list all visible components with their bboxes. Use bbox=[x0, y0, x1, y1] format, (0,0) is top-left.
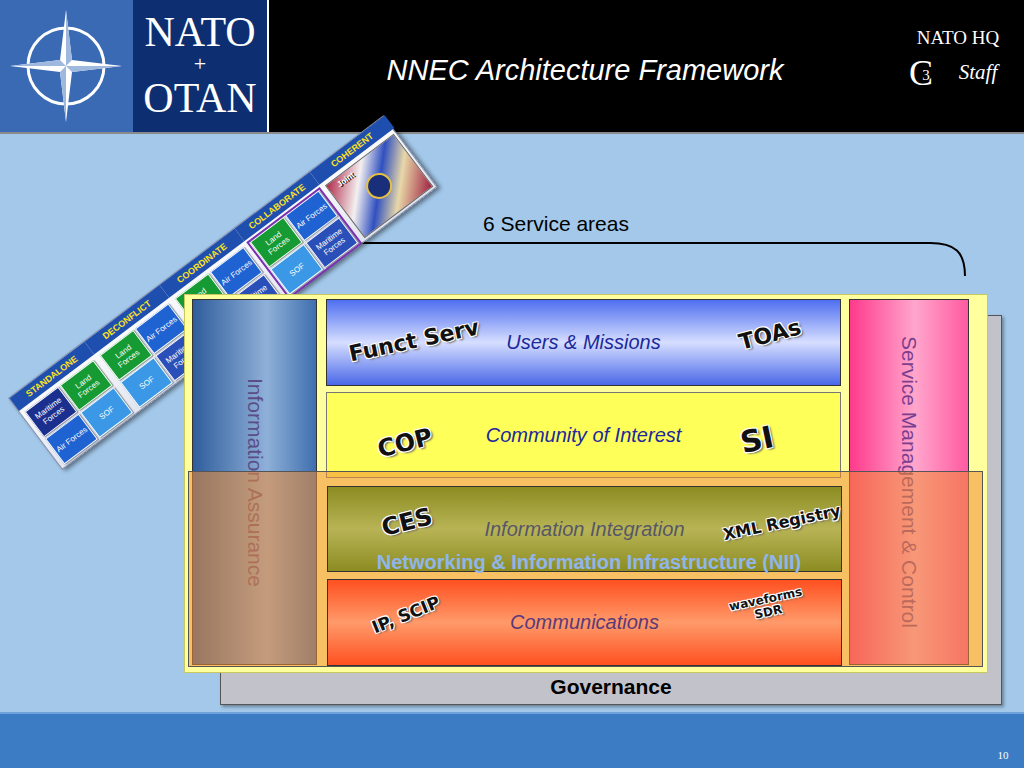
logo-square bbox=[0, 0, 133, 133]
layer-title: Communications bbox=[510, 611, 659, 634]
compass-shade bbox=[66, 66, 122, 72]
compass-shade bbox=[60, 66, 66, 122]
compass-shade bbox=[10, 60, 66, 66]
force-label: Air Forces bbox=[219, 258, 254, 287]
layer-title: Information Integration bbox=[484, 518, 684, 541]
header-bar bbox=[0, 0, 1024, 133]
compass-star bbox=[10, 10, 122, 122]
callout-tag: SI bbox=[738, 422, 776, 458]
force-label: SOF bbox=[97, 404, 116, 421]
compass-shade bbox=[66, 10, 72, 66]
governance-panel: GovernanceInformation AssuranceService M… bbox=[220, 315, 1002, 705]
service-bracket bbox=[265, 243, 965, 276]
org-name: NATO HQ bbox=[917, 27, 1000, 49]
force-label: Air Forces bbox=[54, 424, 89, 453]
bracket-label: 6 Service areas bbox=[483, 212, 629, 236]
footer-bar bbox=[0, 713, 1024, 768]
logo-text: + bbox=[194, 51, 206, 77]
force-label: Air Forces bbox=[294, 201, 329, 230]
org-name: Staff bbox=[959, 60, 998, 85]
layer-title: Users & Missions bbox=[506, 331, 660, 354]
panel-title: Governance bbox=[221, 675, 1001, 699]
slide-title: NNEC Architecture Framework bbox=[387, 54, 784, 87]
footer-rule bbox=[0, 712, 1024, 714]
logo-text: OTAN bbox=[143, 74, 256, 122]
force-label: Air Forces bbox=[144, 314, 179, 343]
header-separator bbox=[267, 0, 269, 133]
infrastructure-band: Networking & Information Infrastructure … bbox=[188, 471, 983, 667]
force-label: SOF bbox=[287, 261, 306, 278]
force-label: SOF bbox=[137, 374, 156, 391]
band-title: Networking & Information Infrastructure … bbox=[349, 546, 829, 578]
page-number: 10 bbox=[998, 749, 1009, 761]
header-rule bbox=[0, 132, 1024, 134]
layer-title: Community of Interest bbox=[486, 424, 682, 447]
logo-text-block bbox=[133, 0, 268, 133]
org-logo: 3 bbox=[922, 67, 930, 84]
logo-text: NATO bbox=[144, 8, 255, 56]
